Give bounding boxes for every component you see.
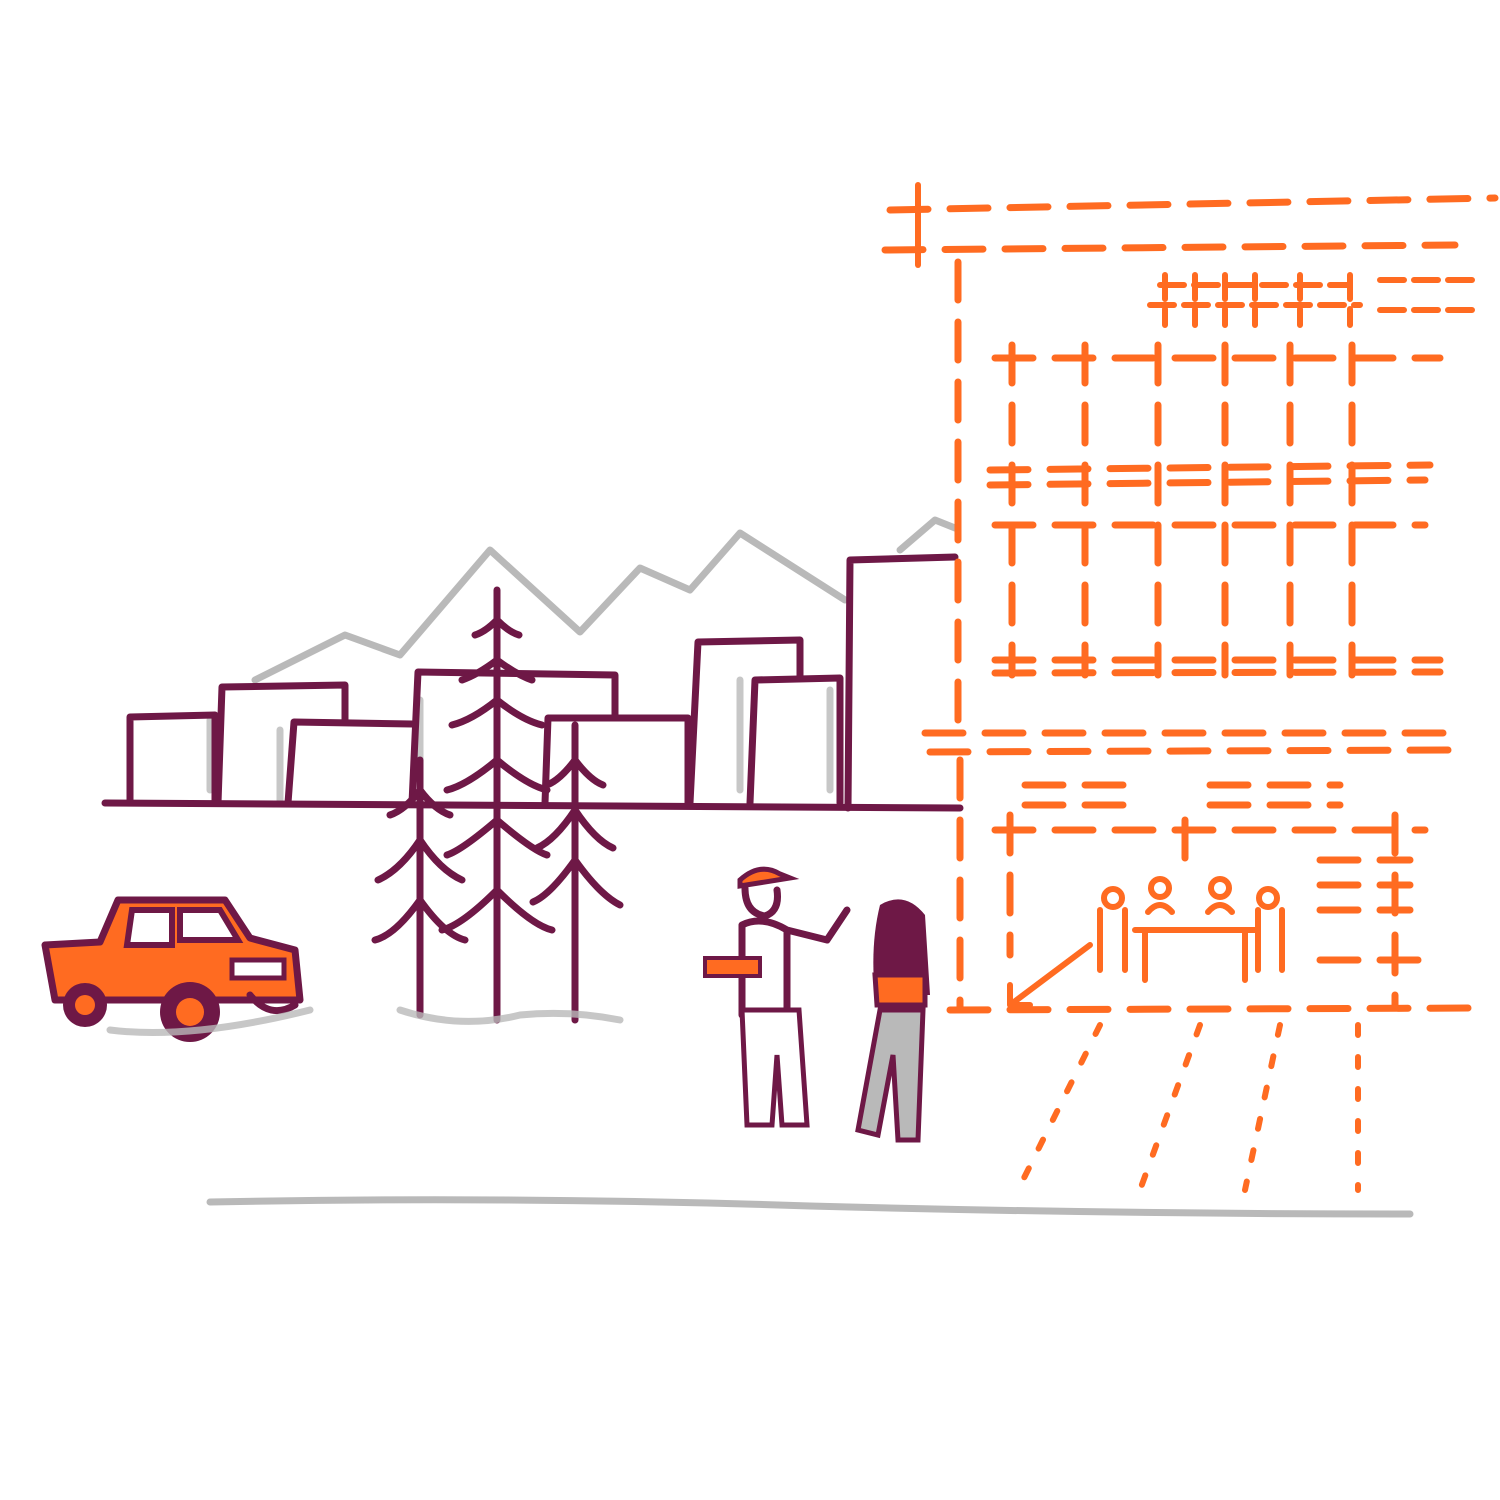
people-talking-icon xyxy=(703,866,930,1143)
city-blocks-icon xyxy=(101,553,964,812)
meeting-table-people-icon xyxy=(1097,876,1285,983)
ground-line xyxy=(206,1196,1414,1218)
pine-trees-icon xyxy=(371,586,624,1025)
pickup-truck-icon xyxy=(41,896,314,1042)
dashed-building-outline-icon xyxy=(881,182,1499,1014)
driveway-lines xyxy=(1015,1022,1361,1193)
mountains-icon xyxy=(206,516,959,804)
